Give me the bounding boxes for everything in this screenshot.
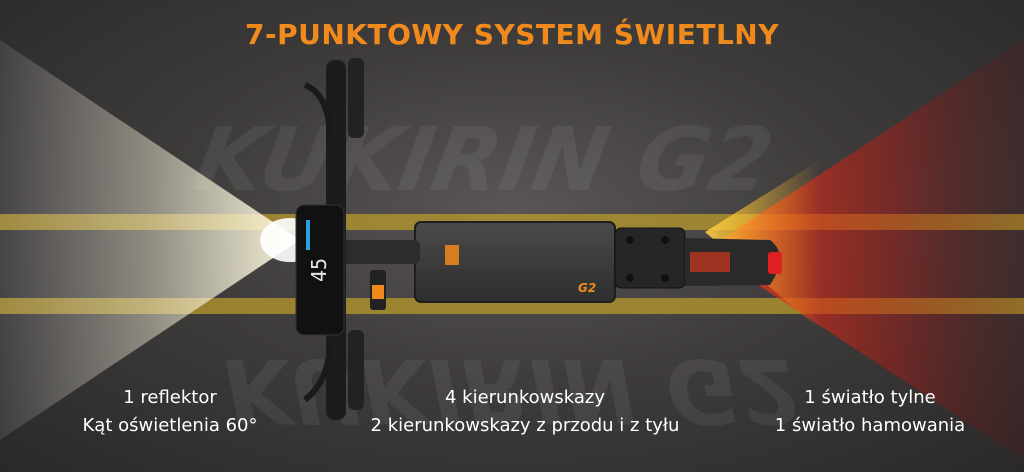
tail-section	[685, 238, 780, 286]
page-title: 7-PUNKTOWY SYSTEM ŚWIETLNY	[245, 18, 779, 51]
watermark-text-top: KUKIRIN G2	[187, 109, 781, 211]
right-grip	[348, 58, 364, 138]
caption-middle-line1: 4 kierunkowskazy	[444, 387, 606, 408]
watermark-text-bottom: KUKIRIN G2	[224, 339, 800, 442]
left-grip	[348, 330, 364, 410]
speed-readout: 45	[307, 258, 331, 282]
deck-logo	[445, 245, 459, 265]
rear-light-beam	[705, 40, 1024, 460]
caption-indicators: 4 kierunkowskazy 2 kierunkowskazy z przo…	[350, 384, 700, 440]
caption-rear-line2: 1 światło hamowania	[774, 415, 966, 436]
brake-lever-bottom	[303, 339, 333, 403]
caption-middle-line2: 2 kierunkowskazy z przodu i z tyłu	[370, 415, 680, 436]
steering-neck	[340, 240, 420, 264]
brake-light-icon	[768, 252, 782, 274]
caption-front-light: 1 reflektor Kąt oświetlenia 60°	[40, 384, 300, 440]
tail-light-icon	[690, 252, 730, 272]
headlight-beam	[0, 40, 300, 440]
caption-front-line2: Kąt oświetlenia 60°	[82, 415, 258, 436]
caption-rear-light: 1 światło tylne 1 światło hamowania	[740, 384, 1000, 440]
road-line-bottom	[0, 298, 1024, 314]
battery-indicator	[306, 220, 310, 250]
caption-rear-line1: 1 światło tylne	[804, 387, 936, 408]
rear-fender	[614, 227, 686, 289]
brake-lever-top	[303, 82, 333, 141]
caption-front-line1: 1 reflektor	[123, 387, 217, 408]
deck-model-label: G2	[578, 281, 596, 295]
